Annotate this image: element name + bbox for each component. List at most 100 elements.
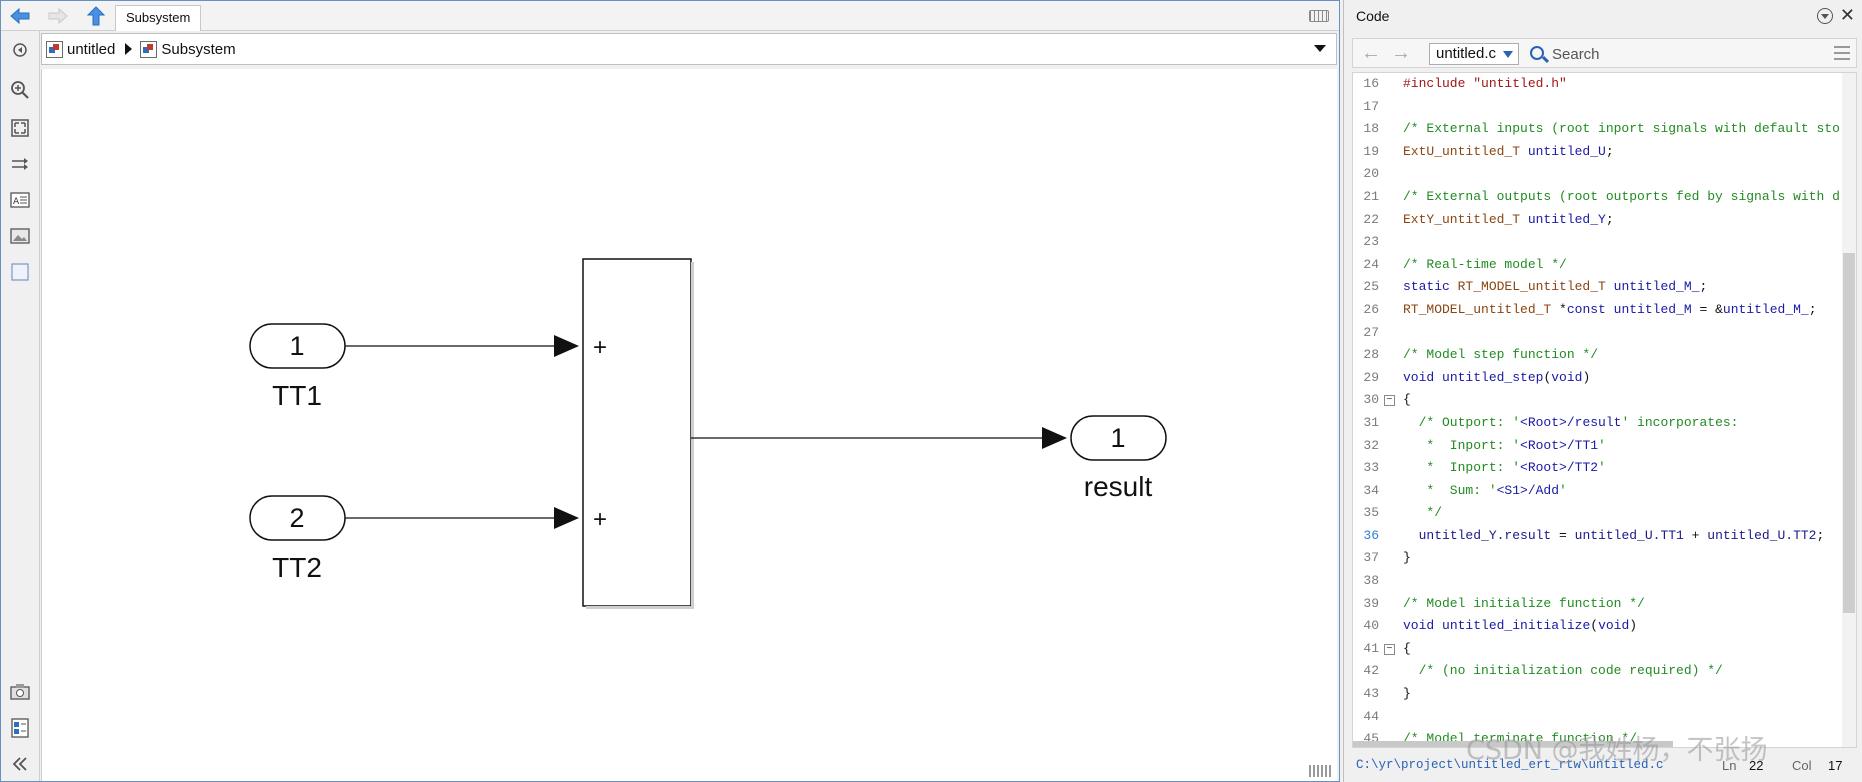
line-number: 41 <box>1363 640 1379 656</box>
code-token: { <box>1403 640 1411 656</box>
code-token: ; <box>1605 143 1614 159</box>
code-line[interactable]: 30−{ <box>1353 389 1843 412</box>
signal-line-tt2[interactable] <box>345 507 579 529</box>
breadcrumb-item-untitled[interactable]: untitled <box>67 40 116 58</box>
code-line[interactable]: 28/* Model step function */ <box>1353 344 1843 367</box>
code-line[interactable]: 44 <box>1353 706 1843 729</box>
search-icon <box>1530 46 1544 60</box>
code-line[interactable]: 33 * Inport: '<Root>/TT2' <box>1353 457 1843 480</box>
code-token: void <box>1403 618 1443 634</box>
code-line[interactable]: 21/* External outputs (root outports fed… <box>1353 186 1843 209</box>
search-input[interactable] <box>1552 43 1822 65</box>
diagram-canvas[interactable]: 1 TT1 2 TT2 <box>41 69 1337 781</box>
code-line[interactable]: 24/* Real-time model */ <box>1353 254 1843 277</box>
code-line[interactable]: 36 untitled_Y.result = untitled_U.TT1 + … <box>1353 525 1843 548</box>
area-icon[interactable] <box>9 261 31 283</box>
code-line[interactable]: 34 * Sum: '<S1>/Add' <box>1353 480 1843 503</box>
signal-arrows-icon[interactable] <box>9 153 31 175</box>
breadcrumb-item-subsystem[interactable]: Subsystem <box>161 40 236 58</box>
code-token: */ <box>1403 505 1443 521</box>
resize-grip[interactable] <box>1309 765 1333 777</box>
line-number: 27 <box>1363 324 1379 340</box>
annotation-icon[interactable]: A <box>9 189 31 211</box>
code-token: <Root>/result <box>1520 414 1622 430</box>
sum-block[interactable]: + + <box>582 258 694 609</box>
fit-to-view-icon[interactable] <box>9 117 31 139</box>
code-forward-arrow-icon[interactable]: → <box>1391 42 1411 64</box>
vertical-scrollbar-thumb[interactable] <box>1843 253 1855 613</box>
inport-block-1[interactable]: 1 <box>249 323 346 369</box>
horizontal-scrollbar-thumb[interactable] <box>1353 741 1673 747</box>
code-token: * Sum: ' <box>1403 482 1497 498</box>
back-arrow-icon[interactable] <box>7 4 33 28</box>
fold-toggle-icon[interactable]: − <box>1384 643 1395 655</box>
code-token: /* Outport: ' <box>1403 414 1521 430</box>
code-token: untitled_U <box>1527 143 1606 159</box>
code-line[interactable]: 31 /* Outport: '<Root>/result' incorpora… <box>1353 412 1843 435</box>
code-text: /* External inputs (root inport signals … <box>1403 118 1840 141</box>
code-line[interactable]: 42 /* (no initialization code required) … <box>1353 660 1843 683</box>
inport-block-2[interactable]: 2 <box>249 495 346 541</box>
fold-toggle-icon[interactable]: − <box>1384 395 1395 407</box>
outport-block[interactable]: 1 <box>1070 415 1167 461</box>
code-line[interactable]: 18/* External inputs (root inport signal… <box>1353 118 1843 141</box>
vertical-scrollbar[interactable] <box>1842 73 1856 747</box>
code-line[interactable]: 35 */ <box>1353 502 1843 525</box>
code-line[interactable]: 27 <box>1353 322 1843 345</box>
code-text: * Sum: '<S1>/Add' <box>1403 480 1566 503</box>
panel-menu-icon[interactable] <box>1817 8 1833 24</box>
properties-icon[interactable] <box>9 717 31 739</box>
code-token: = <box>1551 527 1575 543</box>
code-back-arrow-icon[interactable]: ← <box>1361 42 1381 64</box>
code-line[interactable]: 23 <box>1353 231 1843 254</box>
outport-label: result <box>1084 471 1153 502</box>
code-line[interactable]: 38 <box>1353 570 1843 593</box>
code-line[interactable]: 16#include "untitled.h" <box>1353 73 1843 96</box>
column-label: Col <box>1792 758 1812 773</box>
code-line[interactable]: 17 <box>1353 96 1843 119</box>
signal-line-tt1[interactable] <box>345 335 579 357</box>
editor-top-bar: Subsystem <box>1 1 1339 31</box>
column-value: 17 <box>1828 758 1843 773</box>
image-icon[interactable] <box>9 225 31 247</box>
code-token: void <box>1551 369 1583 385</box>
tab-subsystem[interactable]: Subsystem <box>115 5 202 31</box>
code-text: /* Outport: '<Root>/result' incorporates… <box>1403 412 1739 435</box>
collapse-icon[interactable] <box>9 753 31 775</box>
camera-icon[interactable] <box>9 681 31 703</box>
forward-arrow-icon[interactable] <box>45 4 71 28</box>
code-line[interactable]: 37} <box>1353 547 1843 570</box>
file-path-link[interactable]: C:\yr\project\untitled_ert_rtw\untitled.… <box>1356 758 1664 772</box>
code-line[interactable]: 20 <box>1353 163 1843 186</box>
breadcrumb-separator-icon <box>125 43 133 55</box>
code-line[interactable]: 32 * Inport: '<Root>/TT1' <box>1353 435 1843 458</box>
keyboard-icon[interactable] <box>1309 10 1329 22</box>
breadcrumb: untitled Subsystem <box>41 33 1337 65</box>
file-select[interactable]: untitled.c <box>1429 43 1519 65</box>
code-line[interactable]: 41−{ <box>1353 638 1843 661</box>
code-token: /* Model initialize function */ <box>1403 595 1645 611</box>
code-text: void untitled_step(void) <box>1403 367 1590 390</box>
code-token: ; <box>1808 301 1817 317</box>
zoom-in-icon[interactable] <box>9 79 31 101</box>
code-line[interactable]: 39/* Model initialize function */ <box>1353 593 1843 616</box>
breadcrumb-dropdown-icon[interactable] <box>1314 45 1326 52</box>
close-icon[interactable]: ✕ <box>1839 5 1855 25</box>
code-toolbar: ← → untitled.c <box>1352 38 1857 68</box>
hamburger-menu-icon[interactable] <box>1834 46 1850 60</box>
code-token: <Root>/TT2 <box>1520 460 1599 476</box>
hide-browser-icon[interactable] <box>9 39 31 61</box>
code-line[interactable]: 43} <box>1353 683 1843 706</box>
model-icon <box>46 40 63 58</box>
signal-line-result[interactable] <box>691 427 1067 449</box>
code-panel-header: Code ✕ <box>1344 0 1862 32</box>
up-arrow-icon[interactable] <box>83 4 109 28</box>
code-token: RT_MODEL_untitled_T <box>1457 279 1614 295</box>
